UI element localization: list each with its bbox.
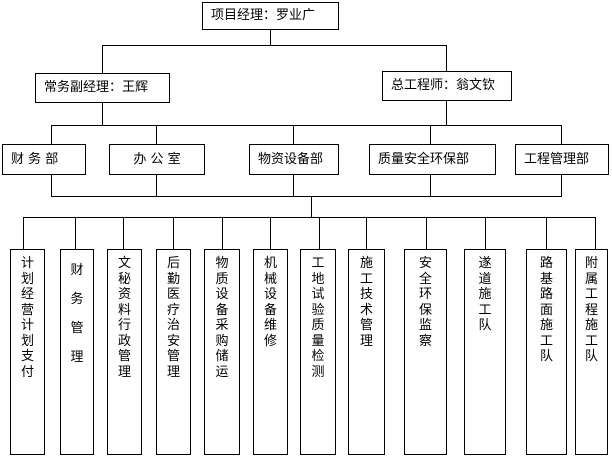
deputy-manager-label: 常务副经理：王辉 [44,80,149,96]
deputy-manager-box: 常务副经理：王辉 [35,73,170,103]
dept-quality-safety-label: 质量安全环保部 [378,151,470,167]
unit-roadbed-label: 路基路面施工队 [539,256,553,364]
chief-engineer-label: 总工程师：翁文钦 [391,78,496,94]
dept-office-label: 办 公 室 [133,151,181,167]
unit-testing-box: 工地试验质量检测 [300,249,336,455]
dept-quality-safety-box: 质量安全环保部 [369,144,496,175]
unit-maintenance-box: 机械设备维修 [253,249,288,455]
unit-maintenance-label: 机械设备维修 [263,256,277,349]
unit-testing-label: 工地试验质量检测 [311,256,325,380]
unit-finance-label: 财务管理 [70,263,84,365]
unit-admin-label: 文秘资料行政管理 [117,256,131,380]
unit-safety-box: 安全环保监察 [404,249,447,455]
unit-tunnel-box: 遂道施工队 [464,249,506,455]
unit-safety-label: 安全环保监察 [418,256,432,349]
dept-engineering-label: 工程管理部 [524,151,590,167]
unit-procurement-label: 物质设备采购储运 [215,256,229,380]
project-manager-label: 项目经理：罗业广 [211,8,316,24]
unit-planning-label: 计划经营计划支付 [20,256,34,380]
unit-logistics-label: 后勤医疗治安管理 [166,256,180,380]
chief-engineer-box: 总工程师：翁文钦 [382,71,512,101]
dept-materials-label: 物资设备部 [258,151,324,167]
dept-office-box: 办 公 室 [109,144,205,175]
unit-technical-box: 施工技术管理 [348,249,385,455]
unit-finance-box: 财务管理 [60,249,94,455]
unit-admin-box: 文秘资料行政管理 [107,249,142,455]
unit-logistics-box: 后勤医疗治安管理 [156,249,191,455]
dept-materials-box: 物资设备部 [249,144,339,175]
dept-engineering-box: 工程管理部 [515,144,609,175]
unit-planning-box: 计划经营计划支付 [10,249,45,455]
unit-ancillary-label: 附属工程施工队 [584,256,598,364]
unit-tunnel-label: 遂道施工队 [478,256,492,333]
dept-finance-label: 财 务 部 [11,151,59,167]
unit-procurement-box: 物质设备采购储运 [204,249,240,455]
dept-finance-box: 财 务 部 [2,144,86,175]
unit-ancillary-box: 附属工程施工队 [575,249,608,455]
unit-roadbed-box: 路基路面施工队 [526,249,567,455]
unit-technical-label: 施工技术管理 [359,256,373,349]
project-manager-box: 项目经理：罗业广 [202,2,339,30]
